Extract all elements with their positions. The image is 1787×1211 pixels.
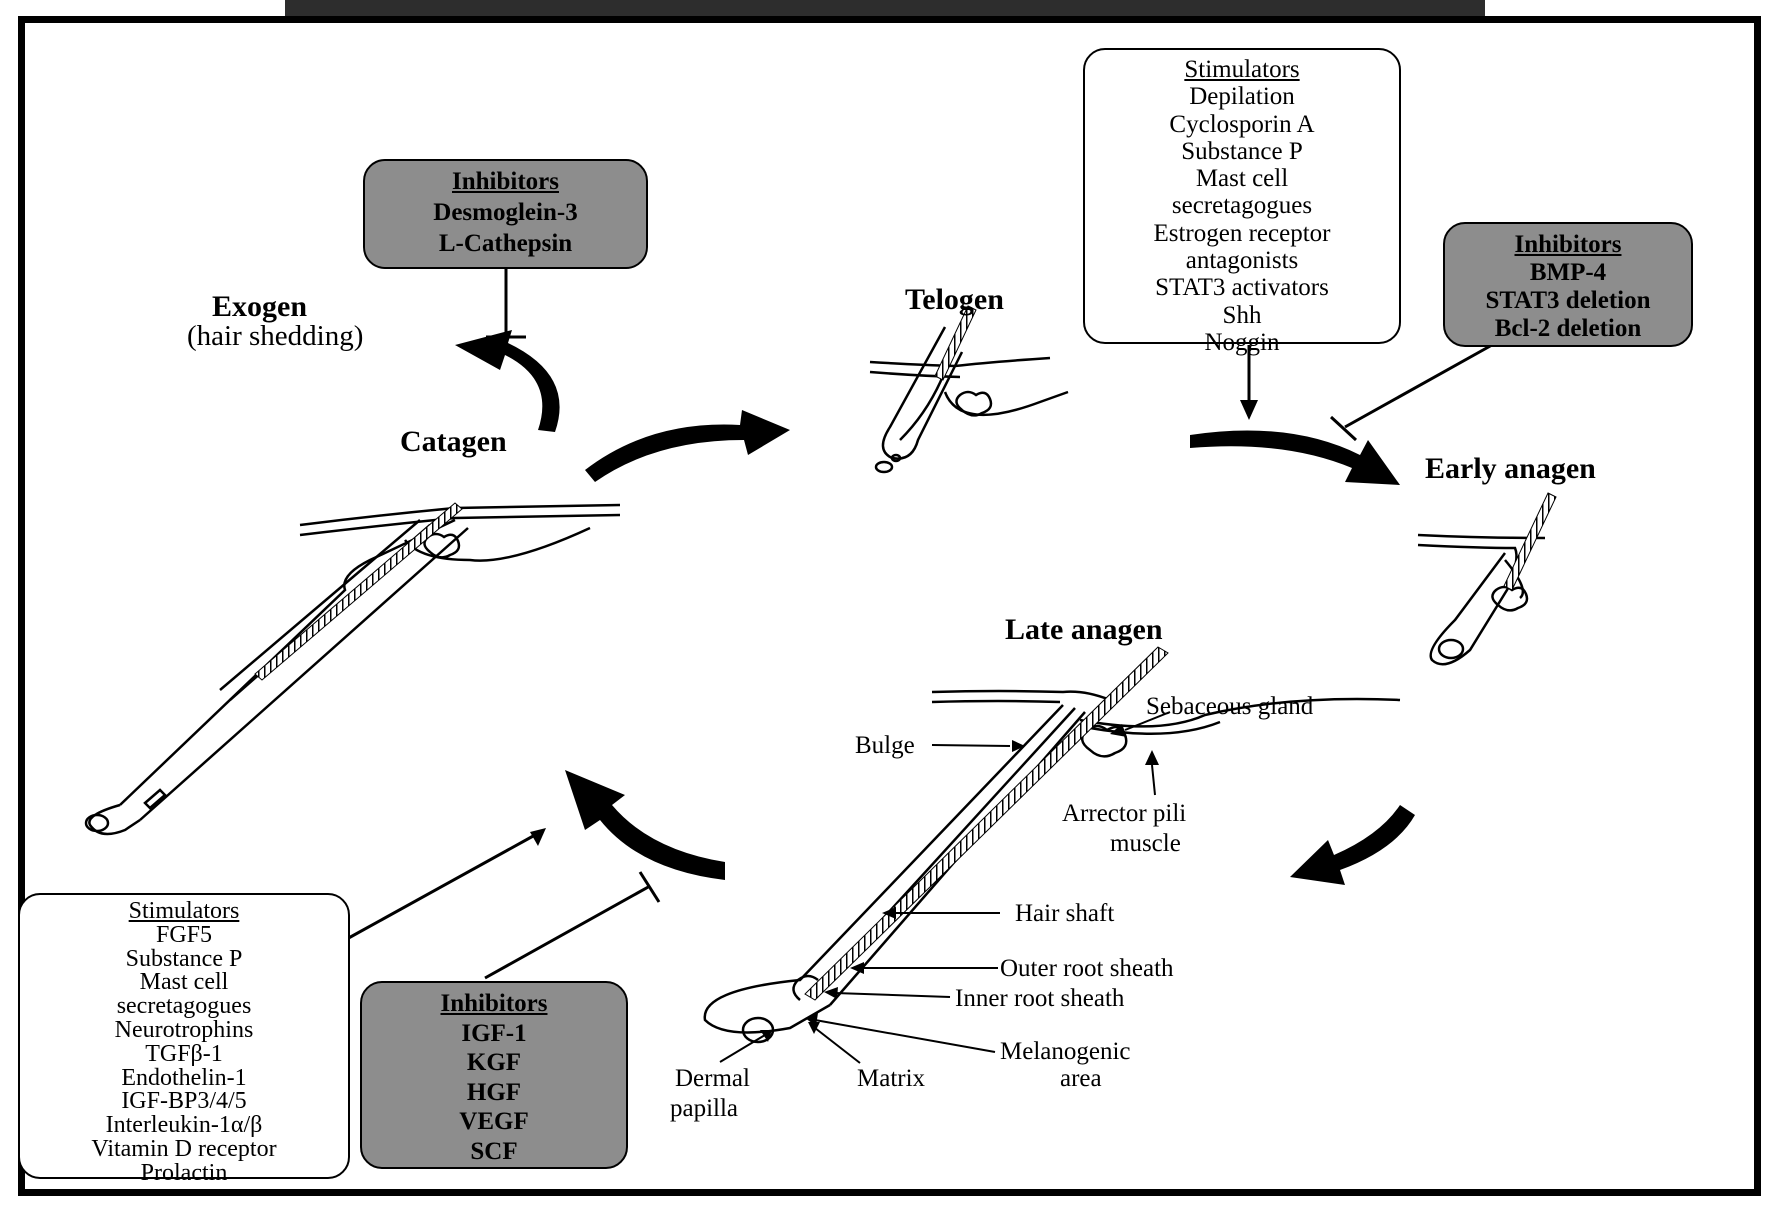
- box-item: Mast cell: [1195, 165, 1289, 193]
- late-anagen-label: Late anagen: [1005, 613, 1163, 646]
- catagen-stimulators-box: Stimulators FGF5 Substance P Mast cell s…: [18, 893, 350, 1185]
- box-header: Stimulators: [1184, 56, 1300, 83]
- arrector-pili-label-1: Arrector pili: [1062, 800, 1187, 827]
- box-item: Noggin: [1204, 328, 1280, 356]
- outer-root-sheath-label: Outer root sheath: [1000, 955, 1174, 982]
- box-item: Vitamin D receptor: [91, 1135, 277, 1162]
- box-header: Inhibitors: [440, 990, 548, 1017]
- box-item: Bcl-2 deletion: [1494, 315, 1642, 342]
- late-inhibitors-box: Inhibitors IGF-1 KGF HGF VEGF SCF: [360, 981, 628, 1169]
- box-item: antagonists: [1185, 247, 1299, 275]
- telogen-stimulators-box: Stimulators Depilation Cyclosporin A Sub…: [1083, 48, 1401, 356]
- box-item: VEGF: [459, 1108, 529, 1135]
- telogen-hair-shaft: [934, 305, 977, 381]
- box-header: Inhibitors: [452, 168, 559, 195]
- box-item: secretagogues: [116, 993, 252, 1020]
- box-item: secretagogues: [1171, 192, 1313, 220]
- box-item: Neurotrophins: [114, 1016, 254, 1043]
- box-item: Cyclosporin A: [1169, 110, 1315, 138]
- box-header: Inhibitors: [1514, 231, 1622, 258]
- cycle-arrow-telogen-to-early-anagen: [1190, 430, 1400, 485]
- box-item: IGF-BP3/4/5: [121, 1088, 247, 1115]
- box-item: FGF5: [155, 921, 213, 948]
- box-item: Prolactin: [140, 1159, 228, 1186]
- box-item: Estrogen receptor: [1153, 219, 1331, 247]
- box-item: Endothelin-1: [121, 1064, 247, 1091]
- box-item: SCF: [470, 1137, 518, 1165]
- early-anagen-hair-shaft: [1503, 492, 1557, 591]
- melanogenic-area-label-1: Melanogenic: [1000, 1038, 1131, 1065]
- box-header: Stimulators: [128, 898, 240, 924]
- hair-shaft-label: Hair shaft: [1015, 900, 1115, 927]
- telogen-follicle: [869, 326, 1069, 474]
- box-item: Depilation: [1189, 83, 1295, 111]
- exogen-label: Exogen: [212, 290, 308, 323]
- matrix-label: Matrix: [857, 1065, 926, 1092]
- box-item: KGF: [466, 1049, 522, 1076]
- bulge-label: Bulge: [855, 732, 915, 759]
- catagen-hair-shaft: [254, 502, 463, 681]
- cycle-arrow-catagen-to-telogen: [585, 410, 790, 482]
- box-item: IGF-1: [461, 1019, 527, 1047]
- box-item: L-Cathepsin: [438, 230, 573, 257]
- catagen-inhibitors-box: Inhibitors Desmoglein-3 L-Cathepsin: [363, 159, 648, 269]
- box-item: BMP-4: [1529, 259, 1607, 286]
- box-item: Interleukin-1α/β: [105, 1112, 263, 1139]
- catagen-label: Catagen: [400, 425, 507, 458]
- telogen-label: Telogen: [905, 283, 1004, 316]
- box-item: TGFβ-1: [145, 1040, 223, 1067]
- sebaceous-gland-label: Sebaceous gland: [1146, 693, 1314, 720]
- exogen-arrow: [455, 330, 560, 432]
- arrector-pili-label-2: muscle: [1110, 830, 1181, 857]
- anagen-inhibitors-box: Inhibitors BMP-4 STAT3 deletion Bcl-2 de…: [1443, 222, 1693, 347]
- box-item: Shh: [1222, 301, 1262, 329]
- cycle-arrow-anagen-to-catagen: [565, 770, 725, 880]
- box-item: HGF: [466, 1078, 522, 1106]
- box-item: Substance P: [125, 945, 243, 972]
- inner-root-sheath-label: Inner root sheath: [955, 985, 1125, 1012]
- catagen-follicle: [84, 503, 621, 836]
- early-anagen-label: Early anagen: [1425, 452, 1596, 485]
- box-item: Substance P: [1181, 137, 1303, 165]
- dermal-papilla-label-1: Dermal: [675, 1065, 750, 1092]
- box-item: STAT3 deletion: [1485, 287, 1651, 314]
- box-item: STAT3 activators: [1155, 274, 1329, 302]
- melanogenic-area-label-2: area: [1060, 1065, 1102, 1092]
- cycle-arrow-late-to-catagen: [1290, 805, 1415, 885]
- box-item: Mast cell: [139, 969, 229, 996]
- dermal-papilla-label-2: papilla: [670, 1095, 739, 1122]
- box-item: Desmoglein-3: [433, 199, 578, 226]
- exogen-note: (hair shedding): [187, 320, 364, 352]
